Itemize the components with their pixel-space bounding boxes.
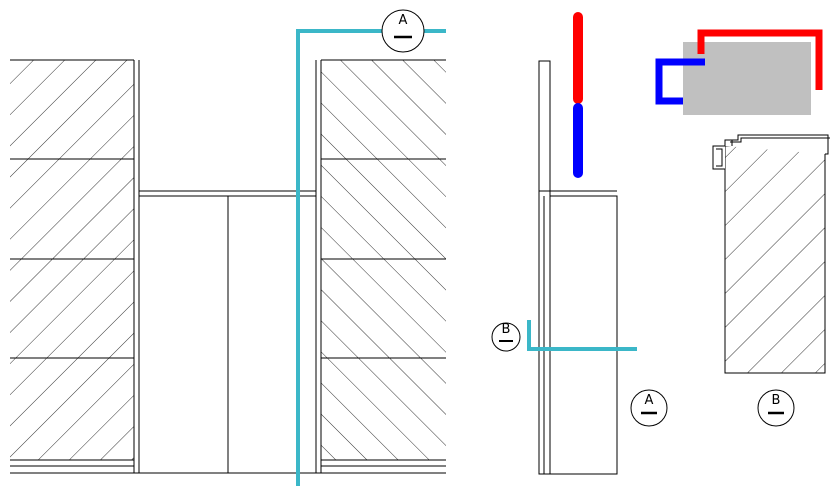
front-elevation: A	[10, 9, 446, 486]
plan-detail	[655, 29, 823, 115]
section-marker-a: A	[381, 9, 425, 53]
door-header	[139, 190, 316, 197]
left-hatched-wall	[10, 59, 134, 461]
section-title-a-label: A	[645, 393, 654, 408]
section-title-b-label: B	[772, 393, 781, 408]
side-section: B A	[491, 12, 668, 475]
section-line-b	[527, 320, 637, 351]
section-marker-a-label: A	[399, 13, 408, 28]
section-marker-b-label: B	[502, 322, 511, 337]
section-b-detail: B	[712, 134, 830, 427]
right-hatched-wall	[321, 59, 446, 461]
plan-red-outline	[697, 29, 823, 90]
section-marker-b: B	[491, 322, 521, 352]
plan-blue-outline	[655, 58, 705, 105]
section-title-b: B	[757, 389, 795, 427]
section-title-a: A	[630, 389, 668, 427]
door-frame	[133, 60, 322, 473]
